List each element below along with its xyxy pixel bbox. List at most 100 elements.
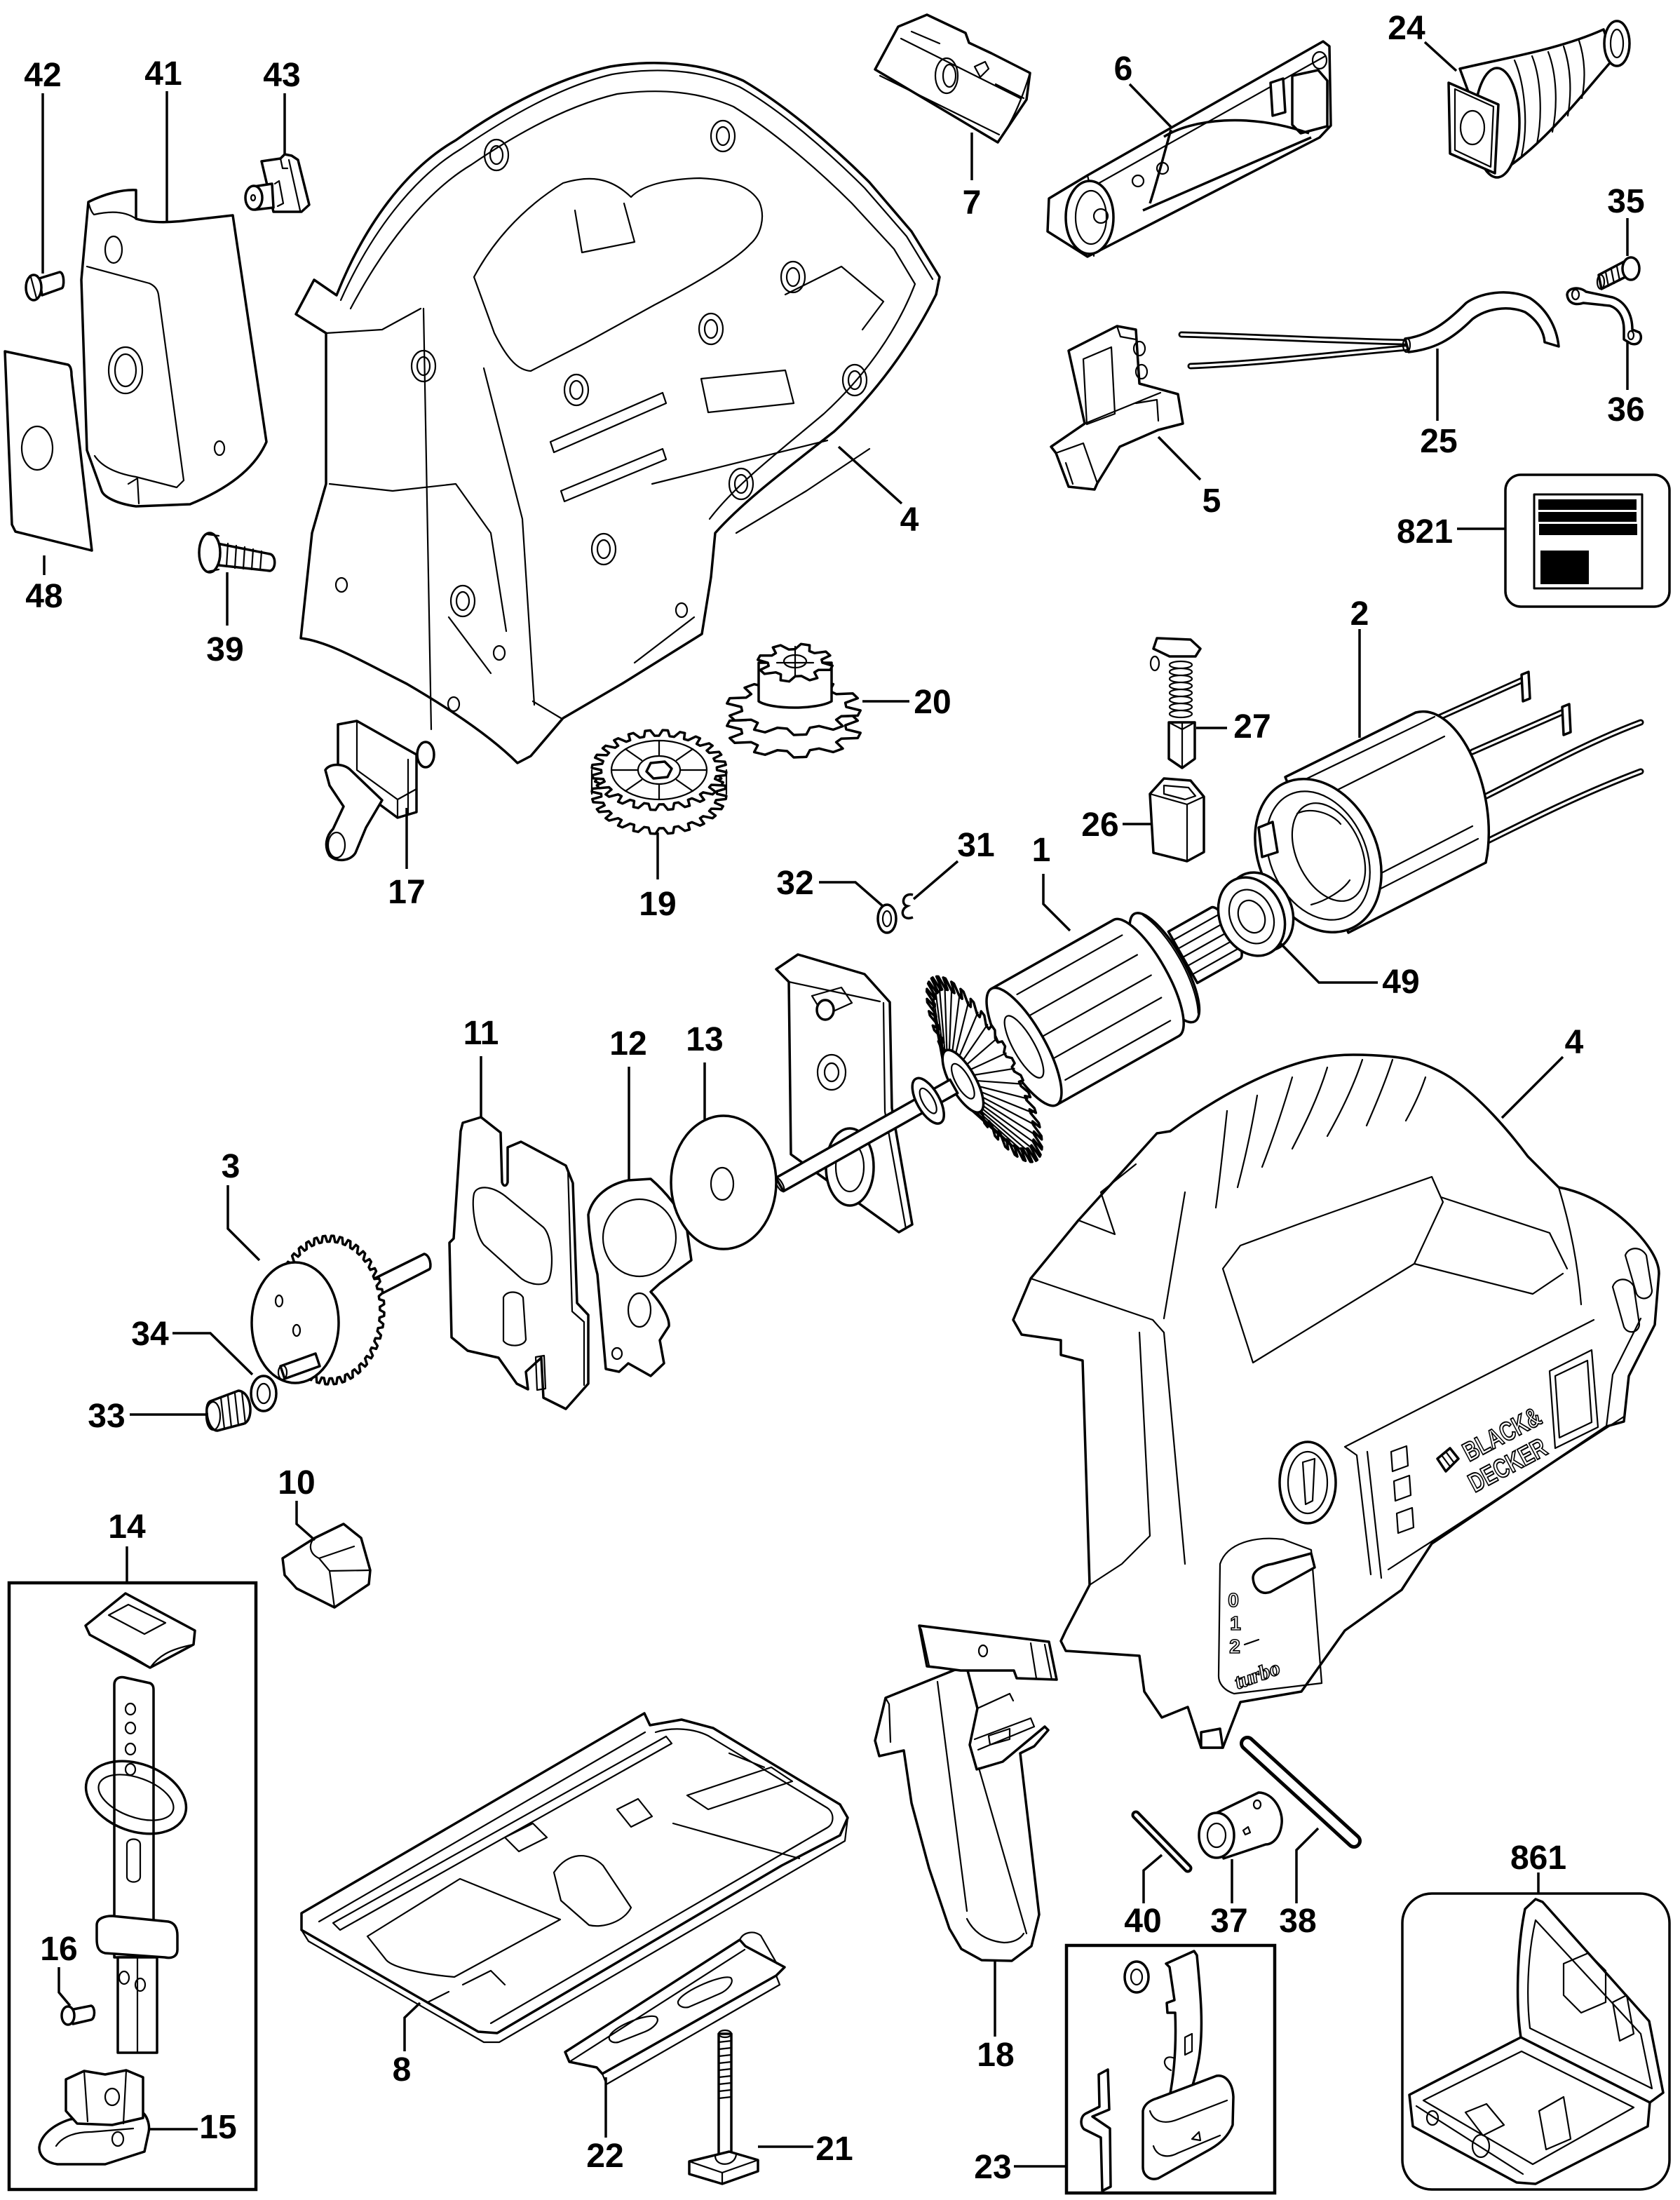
plunger-lower-detail [118, 1956, 147, 2054]
jigsaw-foot-bracket [1200, 1727, 1224, 1749]
part-23-kit-group [1064, 1943, 1277, 2195]
part-36-cord-clamp [1566, 287, 1643, 346]
drive-gear-holes [274, 1294, 302, 1337]
stator-winding-tab [1257, 821, 1279, 858]
jigsaw-rear-vents [1611, 1248, 1653, 1333]
leader-49 [1279, 942, 1378, 984]
part-19-gear [590, 729, 728, 835]
callout-23: 23 [974, 2149, 1011, 2186]
leader-24 [1423, 41, 1458, 72]
callout-17: 17 [388, 874, 425, 911]
protector-plate-detail [1454, 88, 1495, 168]
cover-outline [80, 189, 268, 508]
housing-half-ribs [325, 202, 885, 731]
clamp-holes [1571, 288, 1635, 341]
part-34-washer [250, 1375, 278, 1412]
leader-1 [1042, 874, 1071, 932]
plunger-collar [95, 1915, 179, 1959]
part-26-carbon-brush [1149, 777, 1205, 863]
case-lid-detail [1527, 1919, 1653, 2090]
brush-edges [1149, 784, 1205, 863]
callout-7: 7 [963, 184, 982, 222]
callout-10: 10 [278, 1464, 315, 1501]
board-components [1269, 69, 1329, 135]
screw-shaft [69, 2004, 96, 2025]
clip-ring [901, 893, 914, 920]
stator-wire-inner [1436, 677, 1642, 846]
brush-spring [1149, 655, 1193, 719]
part-4-housing-half [294, 61, 941, 764]
part-6-electronic-switch [1046, 40, 1332, 258]
roller-front [1198, 1811, 1235, 1859]
plunger-shaft [84, 1675, 188, 2054]
leader-lines [41, 41, 1629, 2168]
gear-hex-hub [645, 760, 673, 780]
case-base-detail [1415, 2050, 1635, 2175]
thrust-washer-hole [710, 1166, 735, 1201]
label-bar-3 [1539, 524, 1637, 535]
kit-pad [1142, 2074, 1235, 2180]
callout-20: 20 [914, 684, 951, 721]
plunger-cap-outline [84, 1592, 196, 1669]
callout-1: 1 [1032, 832, 1051, 869]
protector-plate [1447, 81, 1500, 175]
plunger-assembly-group [7, 1581, 258, 2192]
callout-49: 49 [1382, 964, 1419, 1001]
bushing-hole [919, 1087, 937, 1114]
part-24-cord-protector [1447, 20, 1631, 179]
jigsaw-blade-window [1548, 1349, 1599, 1450]
protector-end-hole [1609, 28, 1625, 59]
jigsaw-handle-ribs [1214, 1058, 1427, 1209]
support-knob [416, 741, 435, 769]
stator-terminals [1520, 670, 1572, 736]
washer-hole [881, 910, 893, 928]
label-bar-2 [1538, 512, 1637, 522]
clip-pin-end [244, 184, 264, 211]
washer-outer [876, 903, 897, 934]
callout-5: 5 [1203, 482, 1221, 520]
washer-hole [256, 1382, 271, 1405]
callout-42: 42 [24, 57, 61, 94]
callout-4-housing-half: 4 [900, 501, 919, 539]
speed-setting-1: 1 [1230, 1612, 1241, 1634]
kit-pad-detail [1149, 2099, 1228, 2157]
part-35-screw [1596, 256, 1641, 290]
case-frame [1401, 1892, 1671, 2191]
callout-25: 25 [1420, 423, 1457, 460]
plate-outline [4, 350, 93, 552]
screw-slot [29, 276, 38, 299]
jigsaw-handle-opening [1221, 1175, 1444, 1364]
leader-4-jigsaw-housing [1501, 1055, 1564, 1119]
callout-26: 26 [1081, 807, 1118, 844]
stator-poles [1296, 810, 1351, 906]
leader-16 [57, 1967, 72, 2007]
plate-hole [20, 425, 54, 471]
board-knob-detail [1074, 189, 1109, 245]
callout-labels: 42 41 43 7 6 24 35 36 25 5 821 4 48 39 2… [24, 10, 1644, 2186]
callout-36: 36 [1607, 391, 1644, 428]
commutator-bars [1172, 912, 1242, 976]
callout-4-jigsaw-housing: 4 [1565, 1024, 1584, 1061]
kit-guard-detail [1163, 1962, 1193, 2072]
jigsaw-bevel-knob-detail [1287, 1450, 1329, 1515]
callout-48: 48 [25, 578, 62, 615]
callout-34: 34 [131, 1316, 169, 1353]
screw-thread [1596, 265, 1621, 290]
clip-pin-dot [250, 194, 257, 202]
leader-10 [295, 1501, 316, 1541]
part-27-brush-spring [1149, 637, 1202, 769]
switch-details [1055, 325, 1162, 485]
housing-half-rim [339, 69, 934, 520]
screw-shaft [38, 271, 65, 297]
part-20-counterweight-gear [726, 642, 862, 759]
part-8-base-shoe [300, 1712, 849, 2044]
part-32-washer [876, 903, 897, 934]
brush-carbon-edge [1167, 721, 1196, 769]
screw-head [60, 2005, 76, 2026]
callout-11: 11 [463, 1015, 499, 1052]
stator-bore [1291, 802, 1367, 902]
drive-gear-pin [279, 1352, 321, 1380]
stator-bands [1303, 715, 1479, 913]
plunger-cap-detail [88, 1603, 195, 1669]
callout-40: 40 [1124, 1903, 1161, 1940]
